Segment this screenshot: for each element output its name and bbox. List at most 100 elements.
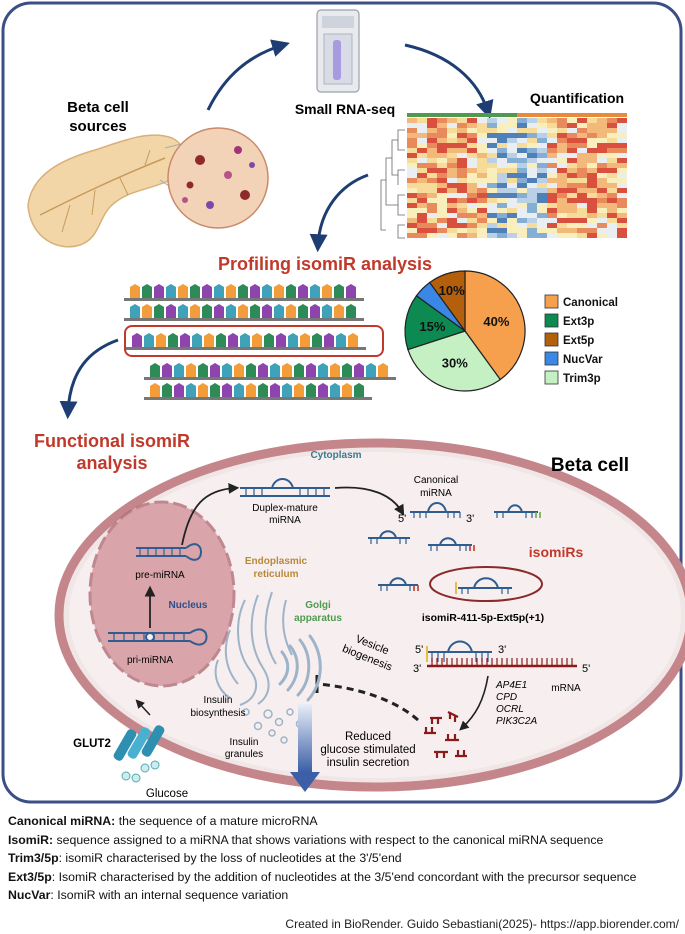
pie-label-trim3p: 30% — [442, 355, 468, 370]
pie-label-ext3p: 15% — [419, 319, 445, 334]
isomir-variant-3 — [428, 537, 475, 551]
arrow-mrna-degradation — [459, 675, 489, 731]
insulin-granules-label: Insulin granules — [225, 737, 263, 760]
pie-label-ext5p: 10% — [439, 283, 465, 298]
legend-swatch-ext5p — [544, 332, 559, 347]
sequencer-icon — [316, 9, 360, 93]
target-gene-list: AP4E1 CPD OCRL PIK3C2A — [495, 680, 537, 727]
arrow-seq-to-quant — [404, 43, 494, 119]
mrna-strand — [427, 658, 577, 668]
pre-mirna-label: pre-miRNA — [135, 570, 185, 581]
arrow-quant-to-profiling — [309, 173, 369, 253]
legend-swatch-trim3p — [544, 370, 559, 385]
outer-frame — [1, 1, 683, 804]
svg-text:Insulin: Insulin — [230, 737, 259, 748]
highlighted-sequence-box — [124, 325, 384, 357]
mrna-label: mRNA — [551, 683, 581, 694]
isomir-pie-chart: 40% 30% 15% 10% — [404, 270, 526, 392]
glossary: Canonical miRNA: the sequence of a matur… — [8, 812, 678, 905]
arrow-sources-to-seq — [206, 39, 290, 111]
glossary-item: Ext3/5p: IsomiR characterised by the add… — [8, 869, 637, 884]
svg-text:Beta cell: Beta cell — [67, 99, 129, 116]
legend-label-canonical: Canonical — [563, 297, 618, 309]
isomirs-label: isomiRs — [529, 544, 584, 560]
svg-text:miRNA: miRNA — [269, 515, 301, 526]
legend-label-ext5p: Ext5p — [563, 335, 594, 347]
svg-text:biosynthesis: biosynthesis — [190, 708, 245, 719]
arrow-profiling-to-functional — [59, 338, 119, 420]
svg-text:granules: granules — [225, 749, 263, 760]
glossary-item: Canonical miRNA: the sequence of a matur… — [8, 814, 318, 828]
pie-slice-ext3p — [404, 294, 467, 351]
svg-text:Duplex-mature: Duplex-mature — [252, 503, 318, 514]
arrow-pre-to-duplex — [181, 483, 240, 546]
glossary-item: NucVar: IsomiR with an internal sequence… — [8, 888, 289, 903]
pri-mirna-hairpin — [108, 628, 208, 646]
legend-label-trim3p: Trim3p — [563, 373, 601, 385]
legend-swatch-nucvar — [544, 351, 559, 366]
golgi-label: Golgi apparatus — [294, 600, 342, 624]
canonical-3p-label: 3' — [466, 513, 474, 525]
svg-text:glucose stimulated: glucose stimulated — [320, 744, 415, 756]
pre-mirna-hairpin — [136, 543, 202, 561]
islet-histology-icon — [167, 127, 269, 229]
heatmap-dendrogram — [380, 129, 405, 239]
canonical-label: Canonical miRNA — [414, 475, 458, 499]
bound-3p-label: 3' — [498, 644, 506, 656]
svg-text:Golgi: Golgi — [305, 600, 331, 611]
vesicle-inhibition-line — [317, 682, 419, 722]
degraded-mrna-fragments — [424, 711, 467, 758]
legend-label-nucvar: NucVar — [563, 354, 603, 366]
functional-title: Functional isomiR analysis — [34, 431, 190, 473]
mrna-5p-label: 5' — [582, 663, 590, 675]
mrna-3p-label: 3' — [413, 663, 421, 675]
golgi-apparatus — [278, 634, 322, 702]
legend-label-ext3p: Ext3p — [563, 316, 594, 328]
svg-text:insulin secretion: insulin secretion — [327, 757, 409, 769]
svg-text:Insulin: Insulin — [204, 695, 233, 706]
svg-text:Reduced: Reduced — [345, 731, 391, 743]
pri-mirna-label: pri-miRNA — [127, 655, 173, 666]
isomir-variant-2 — [368, 530, 410, 544]
isomir-sequence-alignment — [124, 284, 396, 400]
profiling-title: Profiling isomiR analysis — [218, 254, 432, 274]
insulin-biosynthesis-label: Insulin biosynthesis — [190, 695, 245, 719]
quantification-label: Quantification — [530, 90, 624, 106]
pie-label-canonical: 40% — [483, 314, 509, 329]
biorender-credit: Created in BioRender. Guido Sebastiani(2… — [285, 917, 679, 931]
endoplasmic-reticulum — [214, 591, 293, 706]
pie-slice-ext5p — [428, 270, 466, 333]
svg-text:CPD: CPD — [496, 692, 517, 703]
svg-text:sources: sources — [69, 118, 127, 135]
svg-text:reticulum: reticulum — [253, 569, 298, 580]
pie-slice-canonical — [464, 270, 526, 381]
glossary-item: Trim3/5p: isomiR characterised by the lo… — [8, 851, 402, 866]
duplex-mirna — [240, 478, 330, 497]
expression-heatmap — [407, 113, 627, 238]
glut2-transporter-icon — [113, 699, 165, 761]
svg-text:analysis: analysis — [76, 453, 147, 473]
bound-5p-label: 5' — [415, 644, 423, 656]
svg-text:OCRL: OCRL — [496, 704, 524, 715]
svg-text:Endoplasmic: Endoplasmic — [245, 556, 308, 567]
svg-text:Canonical: Canonical — [414, 475, 458, 486]
legend-swatch-canonical — [544, 294, 559, 309]
legend-swatch-ext3p — [544, 313, 559, 328]
glucose-label: Glucose — [146, 788, 188, 800]
svg-text:AP4E1: AP4E1 — [495, 680, 527, 691]
canonical-5p-label: 5' — [398, 513, 406, 525]
bound-isomir-glyph — [426, 640, 492, 662]
isomir-name-label: isomiR-411-5p-Ext5p(+1) — [422, 612, 544, 624]
svg-text:PIK3C2A: PIK3C2A — [496, 716, 537, 727]
highlighted-isomir-glyph — [455, 577, 512, 594]
glut2-label: GLUT2 — [73, 738, 111, 750]
beta-cell-sources-label: Beta cell sources — [67, 99, 129, 135]
er-label: Endoplasmic reticulum — [245, 556, 308, 580]
beta-cell-inner — [69, 452, 681, 778]
cytoplasm-label: Cytoplasm — [310, 450, 361, 461]
isomir-variant-4 — [378, 577, 419, 591]
arrow-duplex-to-canonical — [334, 486, 405, 516]
reduced-secretion-label: Reduced glucose stimulated insulin secre… — [320, 731, 415, 769]
